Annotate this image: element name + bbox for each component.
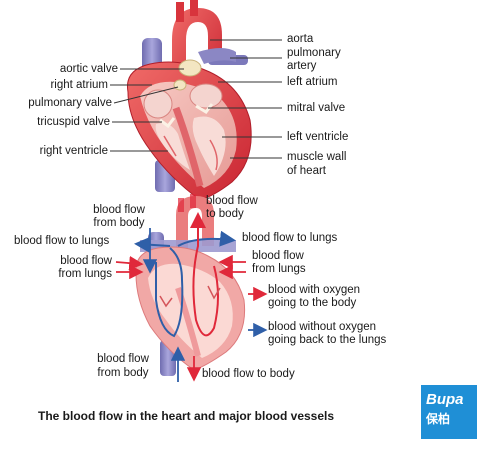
legend-oxygen-line1: blood with oxygen	[268, 284, 361, 296]
pulmonary-valve	[173, 79, 187, 91]
label-mitral-valve: mitral valve	[287, 102, 346, 114]
bupa-logo: Bupa 保柏	[421, 385, 477, 439]
flow-tricuspid-valve	[159, 295, 173, 308]
flow-to-lungs-right-arrow	[177, 230, 236, 247]
top-leader-lines	[110, 39, 282, 159]
label-from-lungs-right-line1: blood flow	[252, 250, 304, 262]
tricuspid-valve	[159, 117, 176, 129]
label-from-lungs-left-line1: blood flow	[60, 255, 112, 267]
flow-aorta-branch	[190, 194, 196, 208]
flow-aorta-branch	[178, 198, 184, 212]
right-ventricle-chamber	[155, 123, 190, 170]
legend-no-oxygen-line2: going back to the lungs	[268, 334, 387, 346]
label-pulmonary-artery-line1: pulmonary	[287, 47, 341, 59]
label-to-body-top-line1: blood flow	[206, 195, 258, 207]
figure-caption: The blood flow in the heart and major bl…	[38, 409, 335, 423]
label-from-lungs-right-line2: from lungs	[252, 263, 306, 275]
label-left-ventricle: left ventricle	[287, 131, 349, 143]
flow-oxygenated-path	[190, 212, 219, 337]
muscle-fiber	[163, 135, 177, 157]
flow-to-lungs-left-arrow	[134, 236, 171, 253]
muscle-fiber	[209, 139, 218, 171]
label-aortic-valve: aortic valve	[59, 63, 118, 75]
label-right-atrium: right atrium	[50, 79, 108, 91]
label-to-body-bottom: blood flow to body	[202, 368, 295, 380]
label-left-atrium: left atrium	[287, 76, 338, 88]
left-atrium-chamber	[189, 83, 223, 109]
flow-arrows	[115, 228, 268, 382]
label-to-body-top-line2: to body	[206, 208, 244, 220]
label-from-body-top-line2: from body	[93, 217, 145, 229]
logo-brand-text: Bupa	[426, 391, 464, 408]
arrow-from-lungs-left-1	[115, 255, 144, 271]
aortic-valve	[178, 59, 202, 77]
label-from-body-bottom-line1: blood flow	[97, 353, 149, 365]
mitral-valve	[195, 103, 214, 114]
flow-septum	[175, 287, 201, 357]
legend-no-oxygen-line1: blood without oxygen	[268, 321, 377, 333]
label-right-ventricle: right ventricle	[39, 145, 108, 157]
top-heart-illustration	[126, 0, 252, 201]
label-from-body-bottom-line2: from body	[97, 367, 149, 379]
label-to-lungs-right: blood flow to lungs	[242, 232, 338, 244]
right-atrium-chamber	[143, 89, 173, 119]
label-from-lungs-left-line2: from lungs	[58, 268, 112, 280]
label-pulmonary-artery-line2: artery	[287, 60, 317, 72]
label-tricuspid-valve: tricuspid valve	[37, 116, 110, 128]
label-muscle-wall-line1: muscle wall	[287, 151, 347, 163]
flow-heart-cross-section	[148, 263, 233, 358]
flow-deoxygenated-path	[155, 247, 184, 338]
septum	[172, 106, 204, 187]
logo-chinese-text: 保柏	[426, 412, 451, 426]
leader-pulmonary-valve	[113, 86, 179, 104]
flow-mitral-valve	[207, 285, 221, 300]
aorta-branch	[190, 0, 198, 16]
label-to-lungs-left: blood flow to lungs	[14, 235, 110, 247]
flow-heart-illustration	[134, 194, 246, 376]
pulmonary-artery	[198, 48, 236, 64]
legend-oxygen-line2: going to the body	[268, 297, 357, 309]
label-from-body-top-line1: blood flow	[93, 204, 145, 216]
label-aorta: aorta	[287, 33, 314, 45]
label-pulmonary-valve: pulmonary valve	[28, 97, 112, 109]
label-muscle-wall-line2: of heart	[287, 165, 326, 177]
aorta-branch	[176, 2, 184, 22]
